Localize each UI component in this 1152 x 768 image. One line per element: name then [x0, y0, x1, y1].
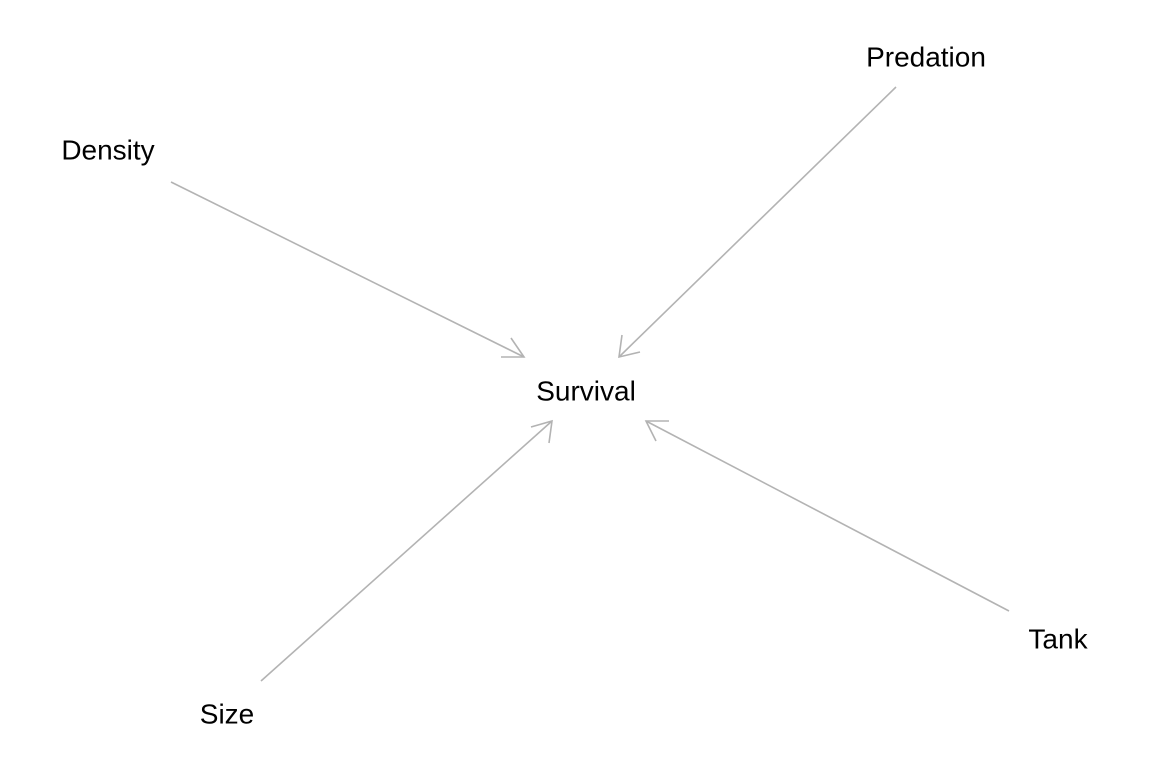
- node-tank: Tank: [1028, 624, 1088, 655]
- node-predation: Predation: [866, 42, 986, 73]
- node-survival: Survival: [536, 376, 636, 407]
- node-size: Size: [200, 699, 254, 730]
- edge-density-survival: [170, 181, 526, 358]
- edge-tank-survival: [644, 420, 1010, 612]
- node-density: Density: [61, 135, 154, 166]
- edge-size-survival: [260, 419, 553, 682]
- edge-predation-survival: [618, 86, 897, 359]
